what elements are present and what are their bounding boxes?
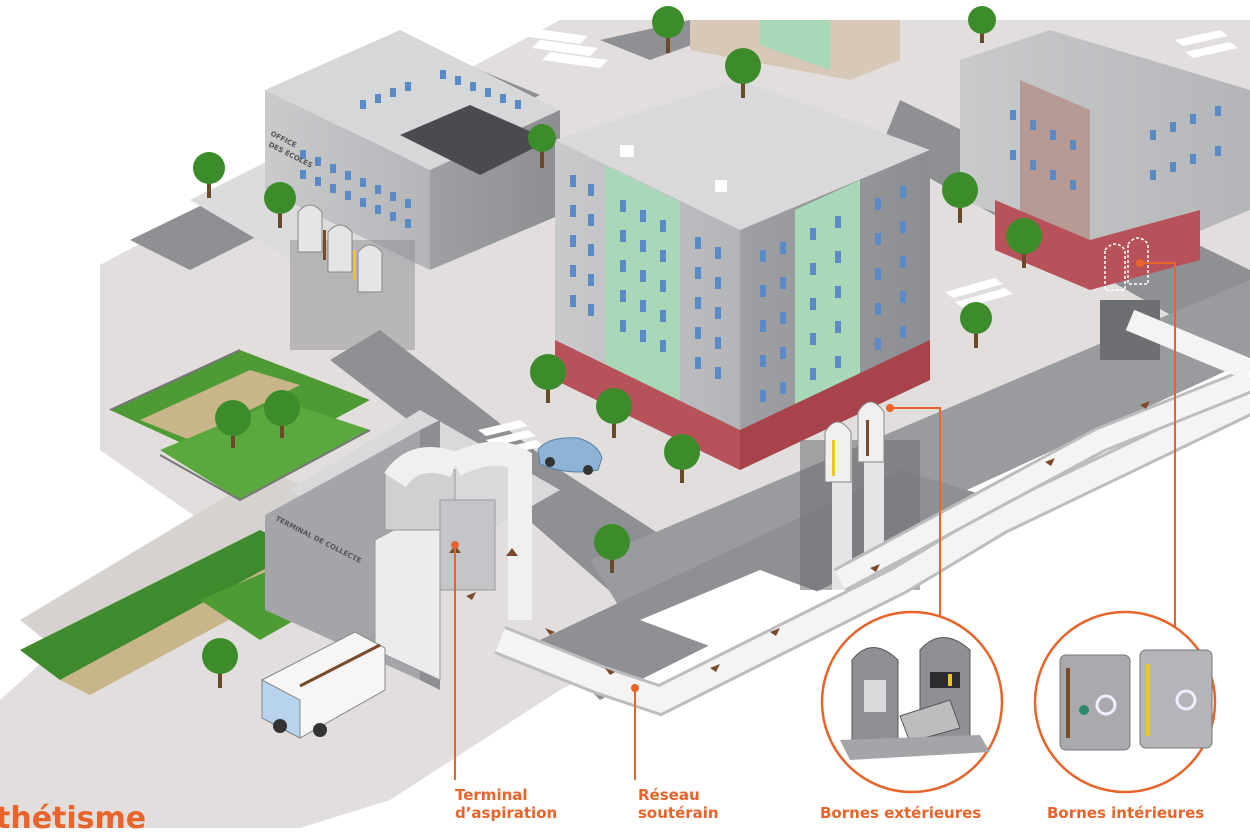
label-bornes-exterieures: Bornes extérieures [820, 804, 982, 822]
label-reseau-line2: soutérain [638, 804, 719, 822]
collection-terminal: TERMINAL DE COLLECTE [265, 410, 560, 690]
trees [193, 6, 1042, 688]
section-heading-cut: thétisme [0, 801, 147, 836]
underground-pipe [449, 309, 1250, 717]
flow-arrows [449, 401, 1150, 675]
label-terminal-aspiration: Terminal d’aspiration [455, 786, 557, 822]
back-buildings [690, 20, 1250, 360]
leader-lines [454, 262, 1176, 780]
zoom-outdoor-bins [820, 610, 1004, 794]
car [537, 437, 603, 475]
label-terminal-aspiration-line2: d’aspiration [455, 804, 558, 822]
label-reseau-souterrain: Réseau soutérain [638, 786, 719, 822]
label-terminal-aspiration-line1: Terminal [455, 786, 528, 804]
school-bins [290, 204, 415, 350]
label-reseau-line1: Réseau [638, 786, 700, 804]
zoom-indoor-bins [1033, 610, 1217, 794]
tower-windows [570, 175, 906, 402]
main-tower [555, 80, 930, 470]
label-bornes-interieures: Bornes intérieures [1047, 804, 1205, 822]
collection-truck [261, 631, 386, 739]
leader-dots [451, 259, 1144, 692]
school-building: OFFICE DES ÉCOLES [190, 30, 560, 350]
